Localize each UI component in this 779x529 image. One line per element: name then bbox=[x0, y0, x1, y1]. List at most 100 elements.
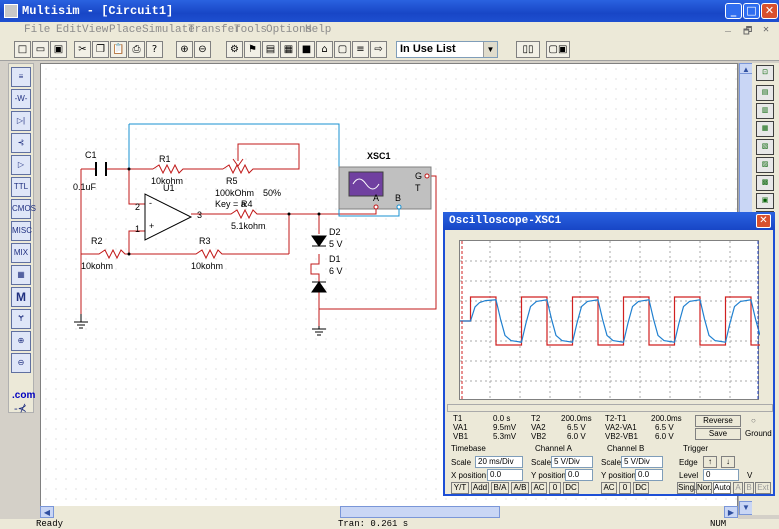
mdi-close-icon[interactable]: ✕ bbox=[763, 25, 770, 36]
horizontal-scrollbar[interactable]: ◀ ▶ bbox=[40, 506, 738, 519]
misc-digital-icon[interactable]: MISC bbox=[11, 221, 32, 241]
mixed-icon[interactable]: MIX bbox=[11, 243, 31, 263]
trigger-level-input[interactable]: 0 bbox=[703, 469, 739, 481]
reverse-button[interactable]: Reverse bbox=[695, 415, 741, 427]
logic-converter-icon[interactable]: ▣ bbox=[756, 193, 774, 209]
chb-ac-button[interactable]: AC bbox=[601, 482, 617, 494]
oscilloscope-icon[interactable]: ▦ bbox=[756, 121, 774, 137]
save-icon[interactable]: ▣ bbox=[50, 41, 67, 58]
oscilloscope-screen bbox=[459, 240, 761, 401]
ttl-icon[interactable]: TTL bbox=[11, 177, 31, 197]
status-tran: Tran: 0.261 s bbox=[338, 519, 409, 529]
rf-icon[interactable]: Ɏ bbox=[11, 309, 31, 329]
paste-icon[interactable]: 📋 bbox=[110, 41, 127, 58]
menu-simulate[interactable]: Simulate bbox=[142, 24, 195, 36]
word-generator-icon[interactable]: ▨ bbox=[756, 157, 774, 173]
mdi-restore-icon[interactable]: 🗗 bbox=[743, 27, 753, 38]
close-button[interactable]: ✕ bbox=[761, 3, 778, 19]
trig-a-button[interactable]: A bbox=[733, 482, 743, 494]
ba-button[interactable]: B/A bbox=[491, 482, 509, 494]
description-icon[interactable]: ▦ bbox=[280, 41, 297, 58]
mdi-minimize-icon[interactable]: _ bbox=[725, 24, 732, 35]
help-icon[interactable]: ? bbox=[146, 41, 163, 58]
minimize-button[interactable]: _ bbox=[725, 3, 742, 19]
chb-dc-button[interactable]: DC bbox=[633, 482, 649, 494]
function-generator-icon[interactable]: ▤ bbox=[756, 85, 774, 101]
cmos-icon[interactable]: CMOS bbox=[11, 199, 36, 219]
cha-dc-button[interactable]: DC bbox=[563, 482, 579, 494]
ladder-icon[interactable]: ⊖ bbox=[11, 353, 31, 373]
indicator-icon[interactable]: ▦ bbox=[11, 265, 31, 285]
save-button[interactable]: Save bbox=[695, 428, 741, 440]
scroll-right-icon[interactable]: ▶ bbox=[724, 506, 738, 518]
postprocessor-icon[interactable]: ⌂ bbox=[316, 41, 333, 58]
copy-icon[interactable]: ❐ bbox=[92, 41, 109, 58]
ab-button[interactable]: A/B bbox=[511, 482, 529, 494]
menu-edit[interactable]: Edit bbox=[56, 24, 83, 36]
wattmeter-icon[interactable]: ▥ bbox=[756, 103, 774, 119]
database-icon[interactable]: ■ bbox=[298, 41, 315, 58]
chb-zero-button[interactable]: 0 bbox=[619, 482, 631, 494]
title-bar: Multisim - [Circuit1] _ □ ✕ bbox=[0, 0, 779, 22]
add-button[interactable]: Add bbox=[471, 482, 489, 494]
multimeter-icon[interactable]: ⊡ bbox=[756, 65, 774, 81]
menu-tools[interactable]: Tools bbox=[234, 24, 268, 36]
bode-plotter-icon[interactable]: ▧ bbox=[756, 139, 774, 155]
menu-view[interactable]: View bbox=[82, 24, 109, 36]
zoom-out-icon[interactable]: ⊖ bbox=[194, 41, 211, 58]
cha-scale-input[interactable]: 5 V/Div bbox=[551, 456, 593, 468]
open-icon[interactable]: ▭ bbox=[32, 41, 49, 58]
rising-edge-icon[interactable]: ↑ bbox=[703, 456, 717, 468]
menu-transfer[interactable]: Transfer bbox=[188, 24, 241, 36]
timebase-scale-input[interactable]: 20 ms/Div bbox=[475, 456, 523, 468]
in-use-list-dropdown[interactable]: In Use List▼ bbox=[396, 41, 498, 58]
transfer-icon[interactable]: ⇨ bbox=[370, 41, 387, 58]
yt-button[interactable]: Y/T bbox=[451, 482, 469, 494]
source-icon[interactable]: ≡ bbox=[11, 67, 31, 87]
menu-place[interactable]: Place bbox=[109, 24, 143, 36]
cut-icon[interactable]: ✂ bbox=[74, 41, 91, 58]
erc-icon[interactable]: ▢ bbox=[334, 41, 351, 58]
menu-options[interactable]: Options bbox=[266, 24, 313, 36]
basic-icon[interactable]: -W- bbox=[11, 89, 31, 109]
logic-analyzer-icon[interactable]: ▩ bbox=[756, 175, 774, 191]
oscilloscope-close-button[interactable]: ✕ bbox=[756, 214, 771, 228]
chb-scale-input[interactable]: 5 V/Div bbox=[621, 456, 663, 468]
grapher-icon[interactable]: ▤ bbox=[262, 41, 279, 58]
bom-icon[interactable]: ≡ bbox=[352, 41, 369, 58]
maximize-button[interactable]: □ bbox=[743, 3, 760, 19]
ground-radio-icon[interactable]: ○ bbox=[751, 416, 756, 425]
pause-sim-icon[interactable]: ▯▯ bbox=[516, 41, 540, 58]
auto-button[interactable]: Auto bbox=[713, 482, 731, 494]
new-icon[interactable]: □ bbox=[14, 41, 31, 58]
run-sim-icon[interactable]: ▢▣ bbox=[546, 41, 570, 58]
chb-ypos-input[interactable]: 0.0 bbox=[635, 469, 663, 481]
trig-b-button[interactable]: B bbox=[744, 482, 754, 494]
menu-file[interactable]: File bbox=[24, 24, 51, 36]
sing-button[interactable]: Sing. bbox=[677, 482, 697, 494]
analog-icon[interactable]: ▷ bbox=[11, 155, 31, 175]
cha-ypos-input[interactable]: 0.0 bbox=[565, 469, 593, 481]
hierarchy-icon[interactable]: ⚑ bbox=[244, 41, 261, 58]
diode-icon[interactable]: ▷| bbox=[11, 111, 31, 131]
component-icon[interactable]: ⚙ bbox=[226, 41, 243, 58]
trig-ext-button[interactable]: Ext bbox=[755, 482, 771, 494]
scroll-left-icon[interactable]: ◀ bbox=[40, 506, 54, 518]
bus-icon[interactable]: -⊀ bbox=[14, 403, 27, 415]
com-label[interactable]: .com bbox=[12, 390, 36, 401]
nor-button[interactable]: Nor. bbox=[696, 482, 712, 494]
electromechanical-icon[interactable]: ⊕ bbox=[11, 331, 31, 351]
cha-zero-button[interactable]: 0 bbox=[549, 482, 561, 494]
menu-help[interactable]: Help bbox=[305, 24, 332, 36]
transistor-icon[interactable]: ⊰ bbox=[11, 133, 31, 153]
scroll-down-icon[interactable]: ▼ bbox=[739, 501, 753, 515]
print-icon[interactable]: ⎙ bbox=[128, 41, 145, 58]
hscroll-thumb[interactable] bbox=[340, 506, 500, 518]
misc-icon[interactable]: M bbox=[11, 287, 31, 307]
xpos-input[interactable]: 0.0 bbox=[487, 469, 523, 481]
cha-ac-button[interactable]: AC bbox=[531, 482, 547, 494]
zoom-in-icon[interactable]: ⊕ bbox=[176, 41, 193, 58]
timebase-group-label: Timebase bbox=[451, 444, 486, 453]
falling-edge-icon[interactable]: ↓ bbox=[721, 456, 735, 468]
scope-scrollbar[interactable] bbox=[447, 404, 773, 412]
